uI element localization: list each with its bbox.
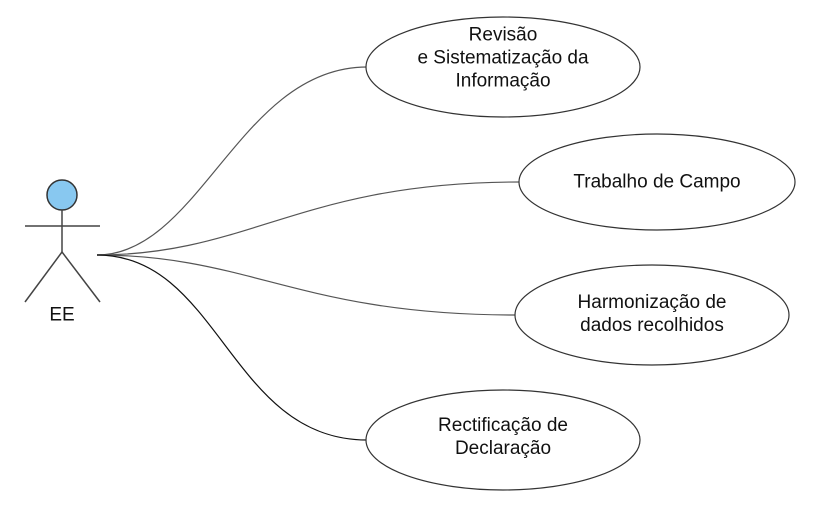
use-case-3-line-1: Harmonização de <box>577 292 727 313</box>
use-case-3-line-2: dados recolhidos <box>580 315 724 336</box>
actor-figure <box>24 179 101 303</box>
actor-label: EE <box>49 304 75 326</box>
connector-1 <box>96 66 368 256</box>
use-case-ellipse-2[interactable] <box>518 133 796 231</box>
use-case-1-line-3: Informação <box>455 70 551 92</box>
actor-left-leg <box>24 251 63 303</box>
use-case-1-label: Revisão e Sistematização da Informação <box>417 24 588 93</box>
connector-4 <box>96 254 368 441</box>
use-case-4-label: Rectificação de Declaração <box>438 414 568 460</box>
use-case-ellipse-1[interactable] <box>365 16 641 118</box>
use-case-ellipse-3[interactable] <box>514 264 790 366</box>
use-case-4-line-2: Declaração <box>454 438 552 459</box>
use-case-1-line-1: Revisão <box>468 24 538 46</box>
use-case-3-label: Harmonização de dados recolhidos <box>578 291 727 337</box>
use-case-ellipse-4[interactable] <box>365 389 641 491</box>
connector-3 <box>96 254 516 316</box>
use-case-4-line-1: Rectificação de <box>438 415 568 436</box>
actor-head <box>46 179 78 211</box>
actor-right-leg <box>61 251 101 303</box>
use-case-2-line-1: Trabalho de Campo <box>573 171 741 193</box>
use-case-1-line-2: e Sistematização da <box>417 47 589 69</box>
connector-2 <box>96 181 521 256</box>
use-case-2-label: Trabalho de Campo <box>573 171 740 194</box>
